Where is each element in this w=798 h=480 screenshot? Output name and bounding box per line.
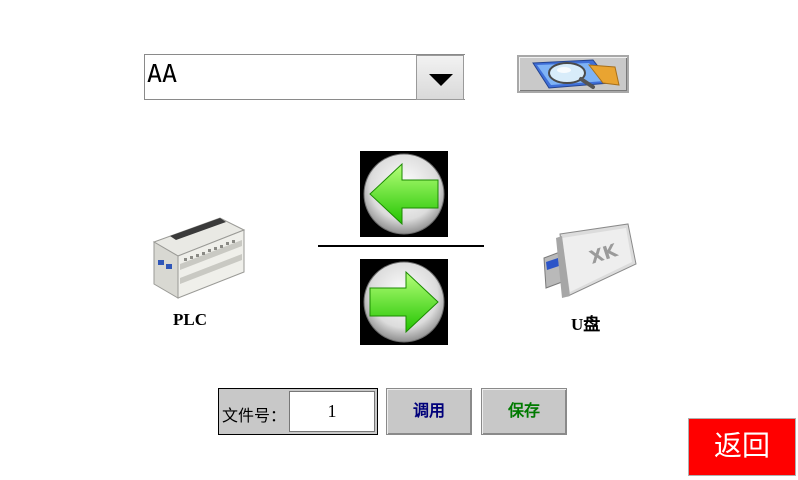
save-button[interactable]: 保存 xyxy=(481,388,567,435)
plc-label: PLC xyxy=(173,310,207,329)
chevron-down-icon xyxy=(429,74,453,86)
file-number-panel: 文件号： 1 xyxy=(218,388,378,435)
arrow-right-icon xyxy=(363,261,445,343)
plc-device-icon xyxy=(152,217,246,299)
udisk-label: U盘 xyxy=(571,315,601,334)
transfer-to-udisk-button[interactable] xyxy=(360,259,448,345)
divider-line xyxy=(318,245,484,247)
back-button[interactable]: 返回 xyxy=(688,418,796,476)
transfer-to-plc-button[interactable] xyxy=(360,151,448,237)
arrow-left-icon xyxy=(363,153,445,235)
file-number-input[interactable]: 1 xyxy=(289,391,375,432)
file-select-field[interactable]: AA xyxy=(144,54,465,100)
file-number-label: 文件号： xyxy=(222,408,287,425)
file-select-value: AA xyxy=(147,59,178,88)
browse-button[interactable] xyxy=(517,55,629,93)
magnifier-document-icon xyxy=(532,59,620,89)
dropdown-toggle-button[interactable] xyxy=(416,55,464,100)
load-button[interactable]: 调用 xyxy=(386,388,472,435)
usb-drive-icon: XK xyxy=(543,223,637,298)
